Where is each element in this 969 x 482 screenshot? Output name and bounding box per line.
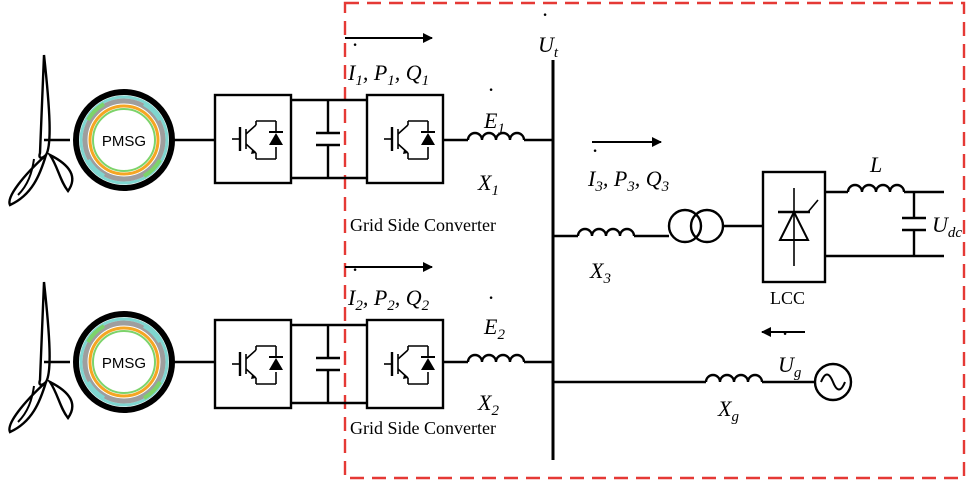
generator-label: PMSG [102, 355, 146, 372]
inductor-x2-icon [466, 353, 526, 364]
inductor-l-label: L [869, 152, 882, 177]
xg-label: Xg [717, 396, 739, 425]
thyristor-icon [778, 188, 819, 266]
grid-side-converter-caption: Grid Side Converter [350, 418, 496, 438]
feeder2-flow-label: I2, P2, Q2 [347, 285, 430, 314]
inductor-l-icon [846, 183, 906, 194]
feeder-2: PMSG I2, P2, Q2 · E2 · X2 Grid Side Conv… [8, 257, 553, 438]
svg-text:·: · [488, 77, 494, 102]
svg-text:·: · [488, 285, 494, 310]
lcc-label: LCC [770, 288, 805, 308]
emf1-label: E1 [483, 108, 505, 137]
wind-turbine-icon [8, 53, 74, 207]
lcc-branch: I3, P3, Q3 · X3 L Udc LCC [553, 137, 962, 308]
svg-text:·: · [782, 321, 788, 346]
grid-voltage-label: Ug [778, 352, 802, 381]
svg-text:·: · [352, 32, 358, 57]
inductor-xg-icon [704, 373, 764, 384]
generator-label: PMSG [102, 133, 146, 150]
x2-label: X2 [477, 390, 499, 419]
feeder1-flow-label: I1, P1, Q1 [347, 60, 429, 89]
emf2-label: E2 [483, 314, 505, 343]
grid-side-converter-caption: Grid Side Converter [350, 215, 496, 235]
x3-label: X3 [589, 258, 611, 287]
feeder-1: PMSG I1, P1, Q1 · E1 · X1 Grid Side Conv… [8, 32, 553, 235]
x1-label: X1 [477, 170, 499, 199]
grid-side-converter [365, 93, 445, 185]
svg-text:·: · [592, 138, 598, 163]
grid-side-converter [365, 318, 445, 410]
inductor-x1-icon [466, 131, 526, 142]
grid-branch: Ug · Xg [553, 321, 853, 425]
transformer-icon [667, 208, 725, 244]
svg-text:·: · [352, 257, 358, 282]
dc-voltage-label: Udc [932, 212, 962, 241]
bus-voltage-label: Ut [538, 32, 559, 61]
system-boundary [343, 1, 966, 480]
machine-side-converter [213, 93, 293, 185]
inductor-x3-icon [576, 227, 636, 238]
wind-turbine-icon [8, 280, 74, 434]
svg-text:·: · [542, 2, 548, 27]
branch3-flow-label: I3, P3, Q3 [587, 166, 669, 195]
machine-side-converter [213, 318, 293, 410]
